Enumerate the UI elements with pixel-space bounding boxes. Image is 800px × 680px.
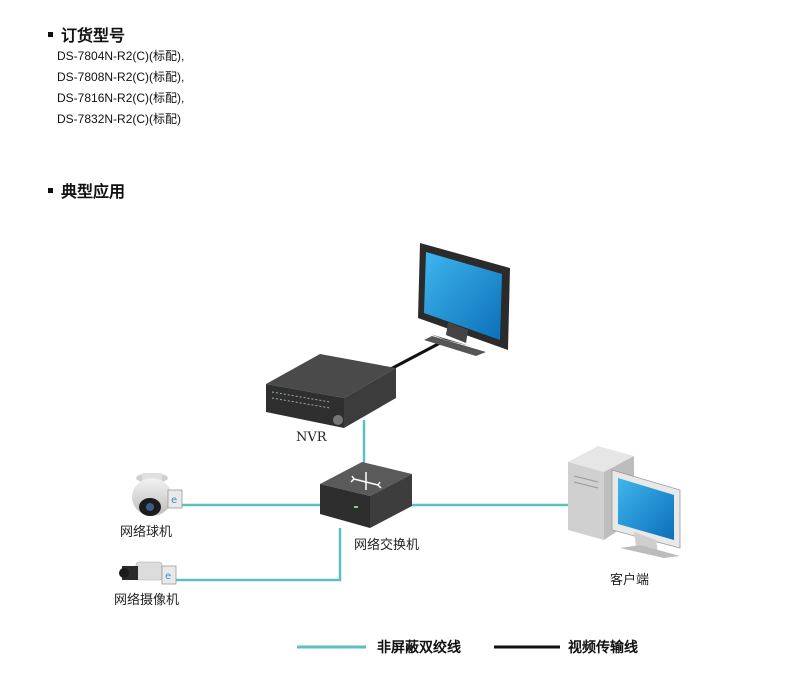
dome-camera-label: 网络球机 [120, 524, 172, 540]
legend-label-network: 非屏蔽双绞线 [377, 639, 461, 656]
client-pc-icon [568, 446, 681, 558]
legend-label-video: 视频传输线 [568, 639, 638, 656]
monitor-icon [418, 243, 510, 356]
model-item: DS-7808N-R2(C)(标配), [57, 70, 185, 84]
box-camera-icon: e [119, 561, 177, 585]
model-item: DS-7816N-R2(C)(标配), [57, 91, 185, 105]
switch-label: 网络交换机 [354, 537, 419, 553]
bullet-icon [48, 31, 53, 37]
client-label: 客户端 [610, 572, 649, 588]
cable-lines [175, 341, 568, 582]
link-box-switch [175, 528, 342, 582]
link-nvr-monitor [384, 341, 441, 374]
box-camera-label: 网络摄像机 [114, 592, 179, 608]
svg-text:e: e [165, 571, 171, 582]
model-list: DS-7804N-R2(C)(标配), DS-7808N-R2(C)(标配), … [57, 46, 184, 130]
ordering-heading-text: 订货型号 [61, 26, 126, 45]
bullet-icon [48, 187, 53, 193]
nvr-label: NVR [296, 430, 328, 445]
switch-icon [320, 462, 412, 528]
model-item: DS-7832N-R2(C)(标配) [57, 112, 182, 126]
svg-text:e: e [171, 495, 177, 506]
ordering-heading: 订货型号 [48, 22, 125, 46]
dome-camera-icon: e [132, 473, 183, 516]
model-item: DS-7804N-R2(C)(标配), [57, 49, 185, 63]
application-heading-text: 典型应用 [61, 182, 126, 201]
application-heading: 典型应用 [48, 178, 125, 202]
legend: 非屏蔽双绞线 视频传输线 [297, 639, 638, 656]
nvr-icon [266, 354, 396, 428]
